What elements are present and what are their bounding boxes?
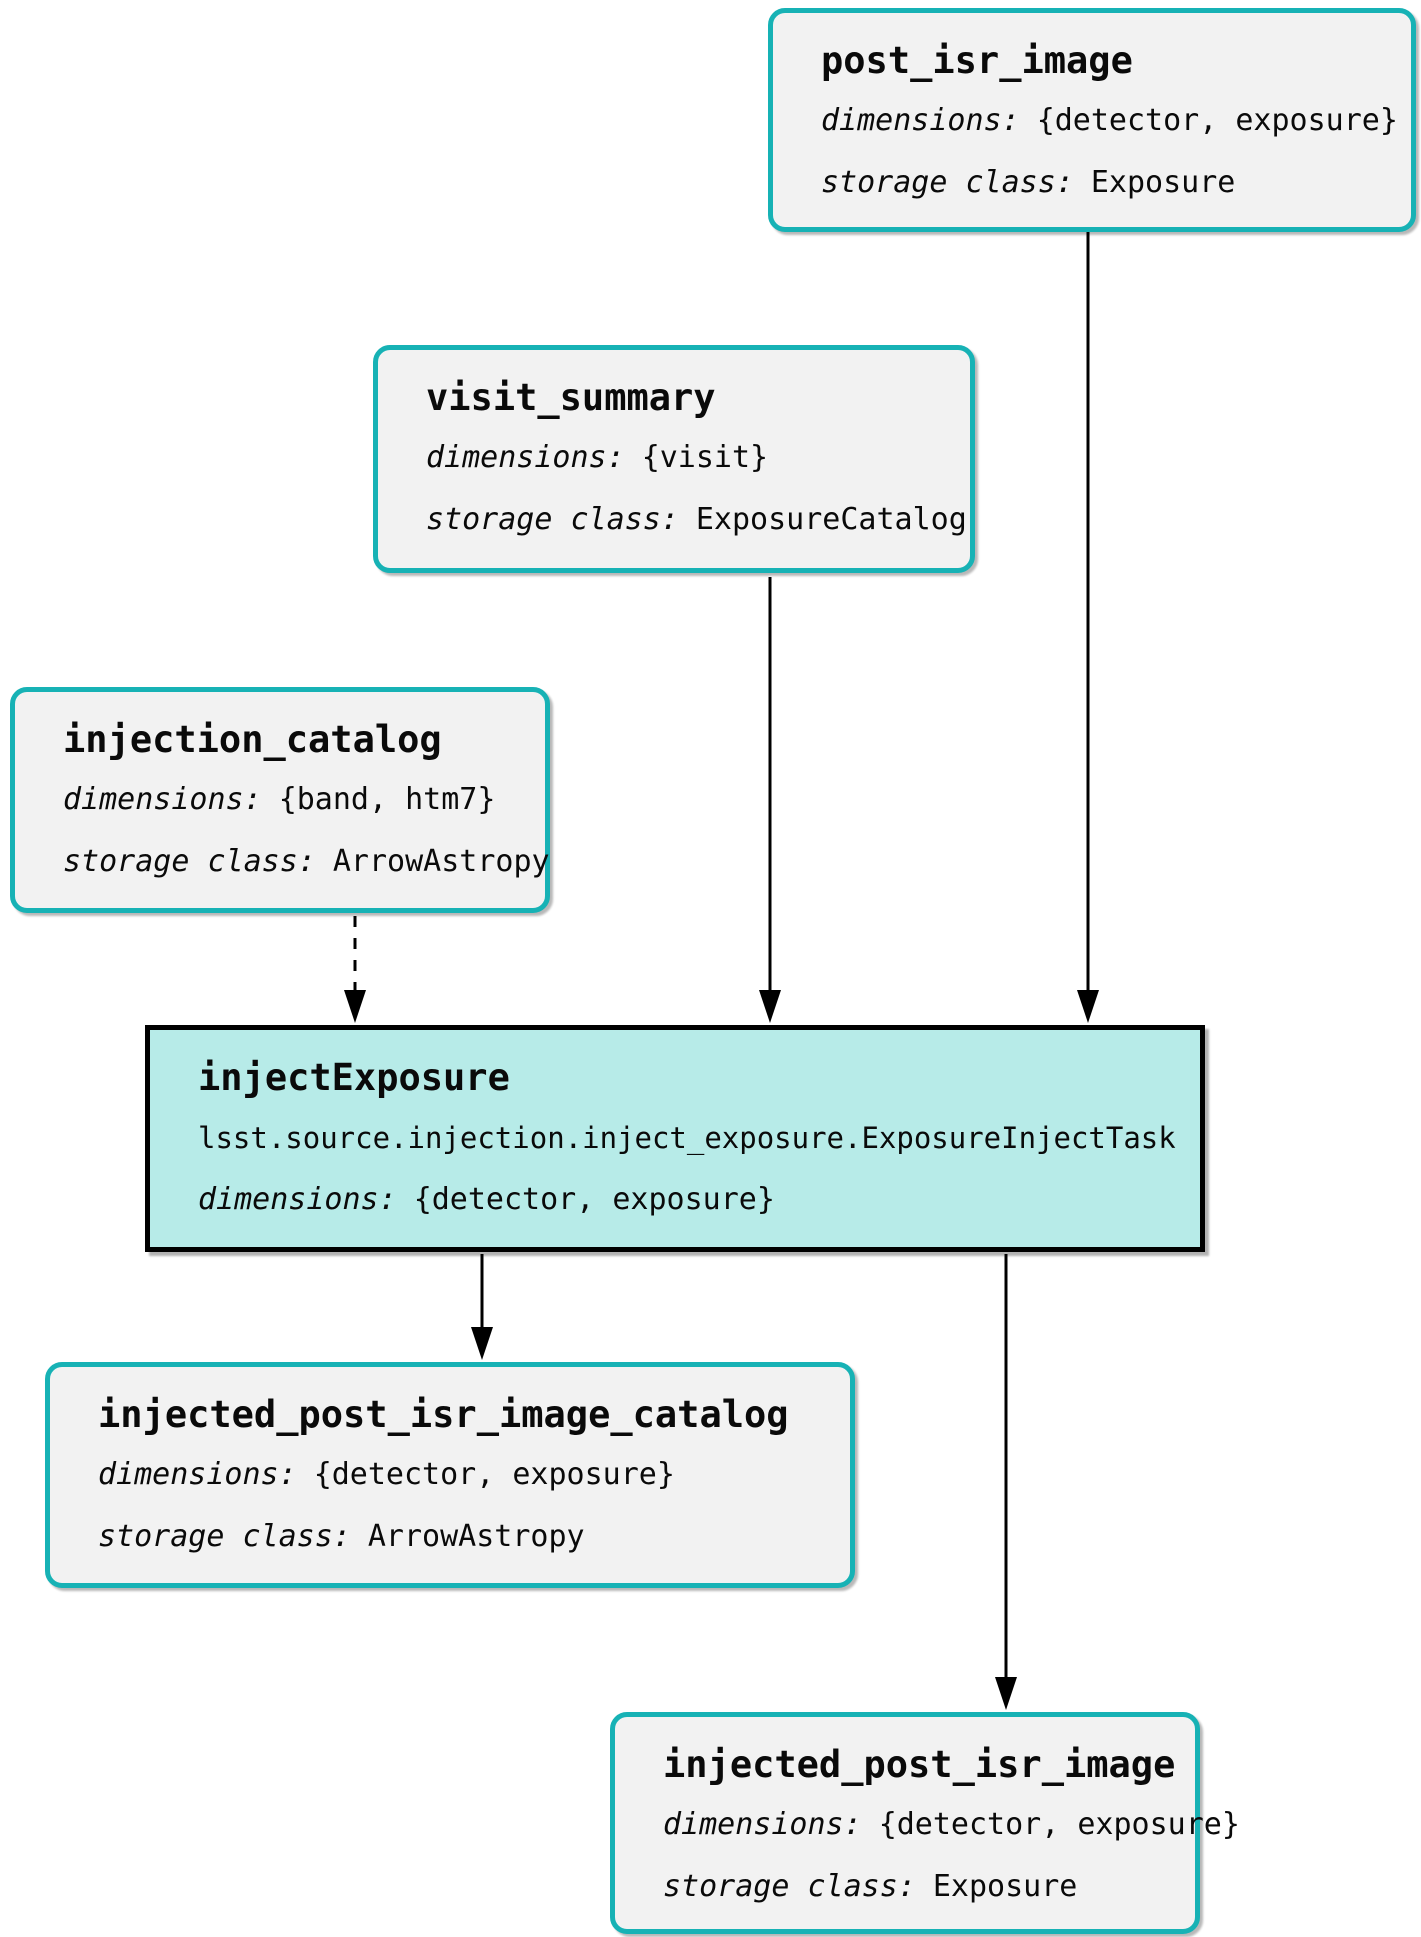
storage-class-label: storage class: (426, 502, 679, 537)
dimensions-label: dimensions: (426, 440, 625, 475)
dimensions-label: dimensions: (663, 1807, 862, 1842)
node-storage-class-line: storage class: ArrowAstropy (63, 844, 550, 880)
node-dimensions-line: dimensions: {detector, exposure} (663, 1807, 1240, 1843)
dimensions-value: {detector, exposure} (1036, 103, 1398, 138)
node-visit-summary: visit_summary dimensions: {visit} storage… (373, 345, 975, 573)
storage-class-value: ArrowAstropy (367, 1519, 585, 1554)
dimensions-label: dimensions: (821, 103, 1020, 138)
node-storage-class-line: storage class: Exposure (821, 165, 1387, 201)
node-storage-class-line: storage class: ArrowAstropy (98, 1519, 826, 1555)
edge-injectExposure-to-injected_post_isr_image-arrowhead (995, 1677, 1017, 1710)
node-task-class-line: lsst.source.injection.inject_exposure.Ex… (198, 1121, 1176, 1155)
edge-visit_summary-to-injectExposure-arrowhead (759, 990, 781, 1023)
storage-class-value: ArrowAstropy (332, 844, 550, 879)
node-inject-exposure-task: injectExposure lsst.source.injection.inj… (145, 1025, 1205, 1252)
dimensions-value: {band, htm7} (278, 782, 496, 817)
node-dimensions-line: dimensions: {visit} (426, 440, 946, 476)
node-dimensions-line: dimensions: {detector, exposure} (98, 1457, 826, 1493)
edge-post_isr_image-to-injectExposure-arrowhead (1077, 990, 1099, 1023)
node-injected-post-isr-image-catalog: injected_post_isr_image_catalog dimensio… (45, 1362, 855, 1588)
node-title: injected_post_isr_image_catalog (98, 1393, 789, 1436)
edge-injection_catalog-to-injectExposure-arrowhead (344, 990, 366, 1023)
storage-class-label: storage class: (821, 165, 1074, 200)
node-title: injectExposure (198, 1056, 510, 1099)
node-dimensions-line: dimensions: {detector, exposure} (821, 103, 1398, 139)
node-dimensions-line: dimensions: {band, htm7} (63, 782, 521, 818)
storage-class-value: Exposure (932, 1869, 1078, 1904)
storage-class-label: storage class: (663, 1869, 916, 1904)
dimensions-label: dimensions: (98, 1457, 297, 1492)
dimensions-value: {detector, exposure} (413, 1182, 775, 1217)
node-dimensions-line: dimensions: {detector, exposure} (198, 1182, 1176, 1218)
edge-injectExposure-to-injected_post_isr_image_catalog-arrowhead (471, 1327, 493, 1360)
node-storage-class-line: storage class: Exposure (663, 1869, 1171, 1905)
dimensions-label: dimensions: (63, 782, 262, 817)
node-title: injected_post_isr_image (663, 1743, 1176, 1786)
dimensions-value: {detector, exposure} (878, 1807, 1240, 1842)
storage-class-value: Exposure (1090, 165, 1236, 200)
node-title: post_isr_image (821, 39, 1133, 82)
node-injected-post-isr-image: injected_post_isr_image dimensions: {dete… (610, 1712, 1240, 1934)
node-post-isr-image: post_isr_image dimensions: {detector, exp… (768, 8, 1416, 232)
node-injection-catalog: injection_catalog dimensions: {band, htm7… (10, 687, 550, 913)
storage-class-label: storage class: (63, 844, 316, 879)
node-title: injection_catalog (63, 718, 442, 761)
dimensions-value: {detector, exposure} (313, 1457, 675, 1492)
storage-class-label: storage class: (98, 1519, 351, 1554)
node-storage-class-line: storage class: ExposureCatalog (426, 502, 967, 538)
dimensions-label: dimensions: (198, 1182, 397, 1217)
node-title: visit_summary (426, 376, 716, 419)
dimensions-value: {visit} (641, 440, 769, 475)
storage-class-value: ExposureCatalog (695, 502, 967, 537)
